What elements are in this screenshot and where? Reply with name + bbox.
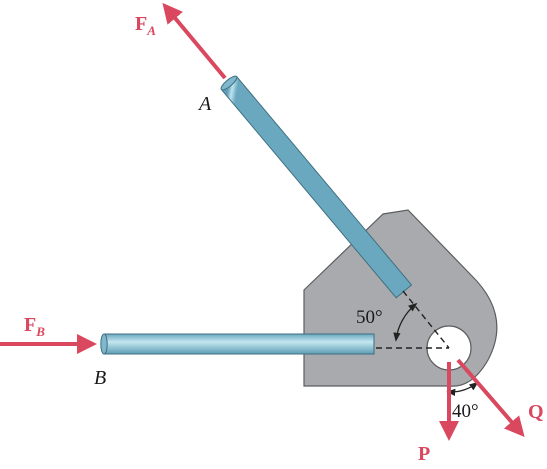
label-force-p: P [418, 443, 430, 465]
line-of-action-a [402, 290, 450, 349]
label-force-fa: FA [135, 13, 156, 38]
force-arrow-q [456, 358, 525, 438]
rod-a [220, 75, 413, 299]
label-angle-40: 40° [452, 401, 479, 422]
label-angle-50: 50° [356, 307, 383, 328]
label-point-a: A [197, 93, 212, 115]
label-point-b: B [94, 367, 106, 389]
lines-of-action [376, 290, 450, 349]
force-arrow-fa [162, 2, 227, 80]
label-force-q: Q [528, 401, 544, 423]
label-force-fb: FB [24, 314, 45, 339]
rod-b [100, 333, 375, 355]
angle-arc-50 [393, 302, 418, 342]
